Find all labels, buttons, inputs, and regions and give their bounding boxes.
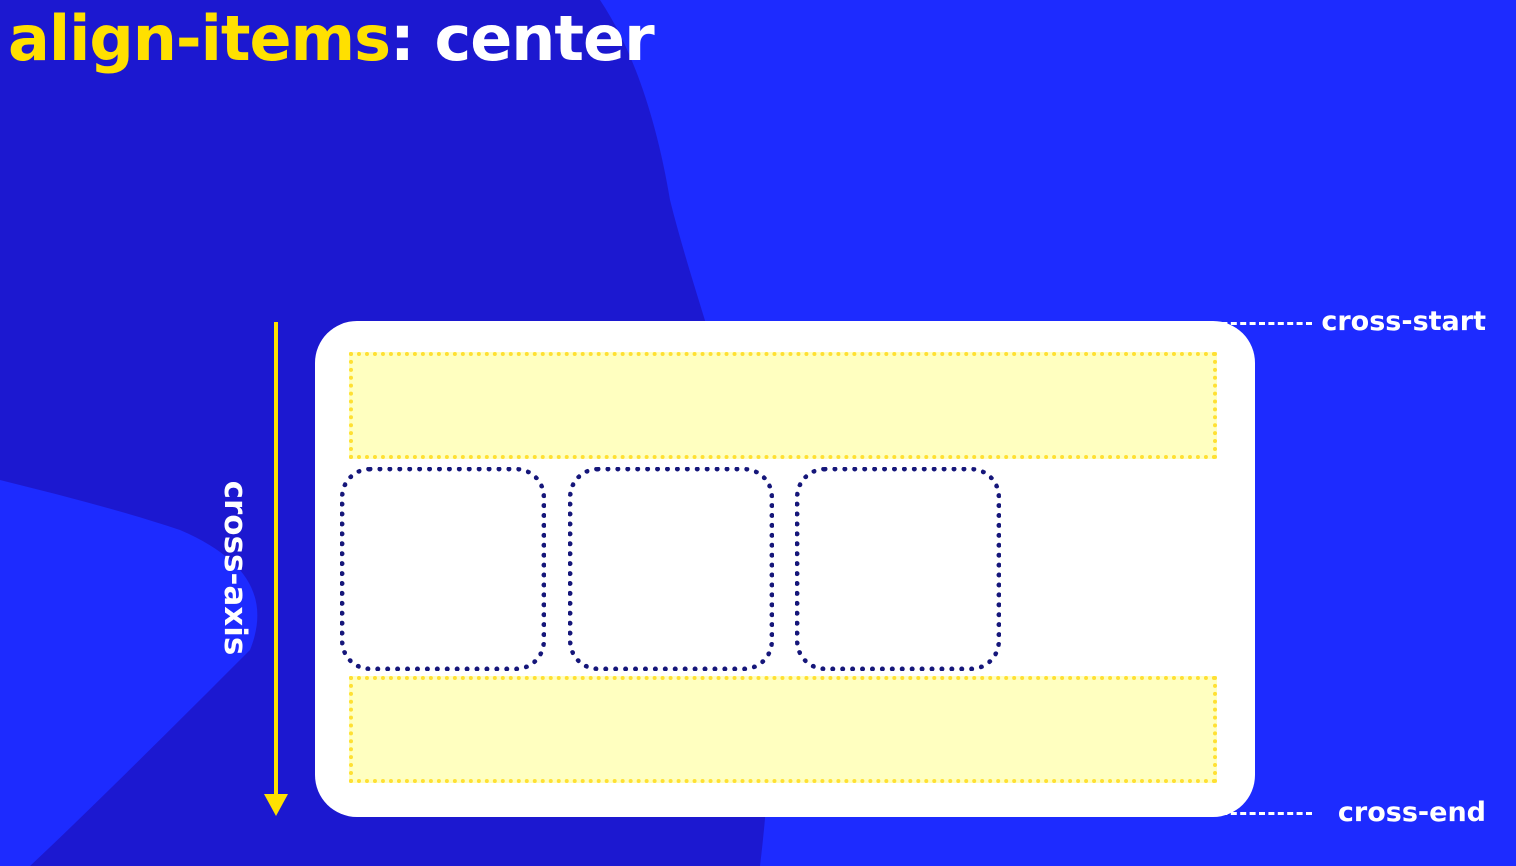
cross-axis-line — [274, 322, 278, 794]
flex-line-top — [349, 352, 1217, 459]
flex-line-bottom — [349, 676, 1217, 783]
flex-item — [795, 467, 1001, 671]
cross-axis-label: cross-axis — [217, 480, 253, 656]
title-separator: : — [390, 2, 435, 75]
title-property: align-items — [8, 2, 391, 75]
title-value: center — [434, 2, 654, 75]
cross-end-guide — [1212, 812, 1312, 815]
cross-start-label: cross-start — [1321, 306, 1486, 337]
flex-container — [315, 321, 1255, 817]
flex-item — [568, 467, 774, 671]
cross-end-label: cross-end — [1337, 797, 1486, 828]
cross-axis-arrow-icon — [264, 794, 288, 816]
cross-start-guide — [1212, 322, 1312, 325]
flex-item — [340, 467, 546, 671]
slide-title: align-items: center — [8, 0, 655, 78]
